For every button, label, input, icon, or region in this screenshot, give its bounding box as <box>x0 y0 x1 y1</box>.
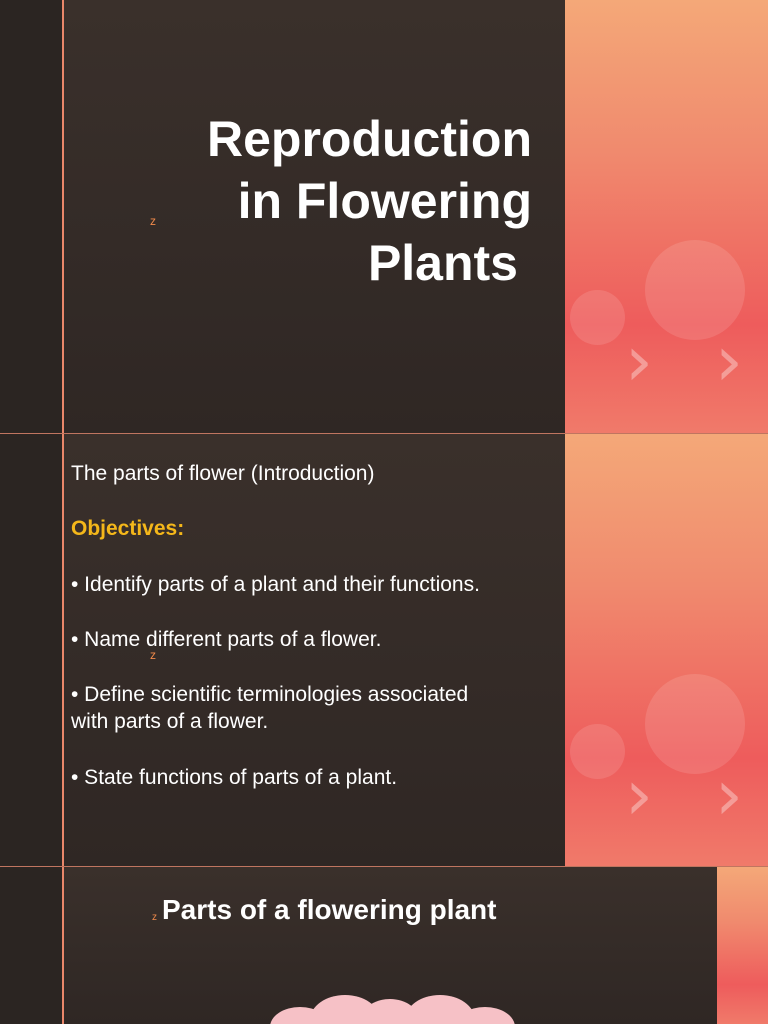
slide-parts: z Parts of a flowering plant <box>0 867 768 1024</box>
z-mark: z <box>152 912 157 923</box>
title-line-3: Plants <box>367 235 518 291</box>
objective-bullet-3: • Define scientific terminologies associ… <box>71 683 469 733</box>
objective-bullet-2: • Name different parts of a flower. <box>71 628 382 651</box>
slide-divider <box>0 433 768 434</box>
slide-title: › › Reproduction in Flowering Plants z <box>0 0 768 433</box>
left-accent-strip <box>0 867 64 1024</box>
bubble-decoration <box>645 240 745 340</box>
slide-subtitle: The parts of flower (Introduction) <box>71 462 375 485</box>
left-accent-strip <box>0 0 64 433</box>
bubble-decoration <box>645 674 745 774</box>
z-mark: z <box>150 214 156 228</box>
chevron-decoration-icon: › <box>625 754 653 836</box>
slide-objectives: › › The parts of flower (Introduction) O… <box>0 434 768 866</box>
objective-bullet-1: • Identify parts of a plant and their fu… <box>71 573 480 596</box>
objectives-heading: Objectives: <box>71 517 185 540</box>
z-mark: z <box>150 648 156 662</box>
decorative-photo-panel: › › <box>565 0 768 433</box>
slide-background <box>0 0 565 433</box>
section-title: Parts of a flowering plant <box>162 894 497 925</box>
slide-divider <box>0 866 768 867</box>
title-line-2: in Flowering <box>237 173 532 229</box>
objective-bullet-4: • State functions of parts of a plant. <box>71 766 398 789</box>
chevron-decoration-icon: › <box>715 320 743 402</box>
slide-background <box>0 434 565 866</box>
chevron-decoration-icon: › <box>625 320 653 402</box>
left-accent-strip <box>0 434 64 866</box>
bubble-decoration <box>570 290 625 345</box>
slide-title-text: Reproduction in Flowering Plants <box>150 108 532 294</box>
title-line-1: Reproduction <box>207 111 532 167</box>
decorative-photo-panel <box>717 867 768 1024</box>
bubble-decoration <box>570 724 625 779</box>
chevron-decoration-icon: › <box>715 754 743 836</box>
decorative-photo-panel: › › <box>565 434 768 866</box>
